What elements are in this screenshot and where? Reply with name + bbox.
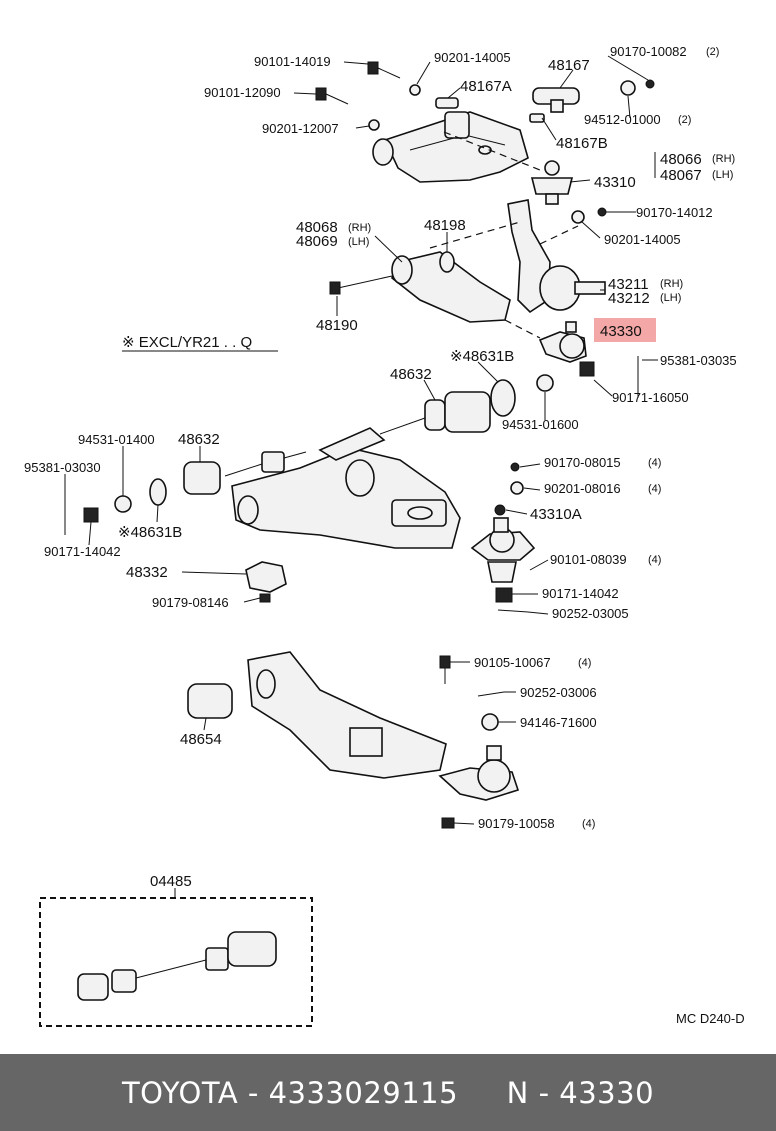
label-90170-10082: 90170-10082 (610, 44, 687, 59)
label-48167a: 48167A (460, 78, 512, 95)
label-94146-71600: 94146-71600 (520, 715, 597, 730)
washer-90201-14005 (409, 84, 421, 96)
qty-90105-10067: (4) (578, 657, 591, 669)
qty-43212: (LH) (660, 292, 681, 304)
ref-line (504, 319, 541, 339)
footer-bar: TOYOTA - 4333029115 N - 43330 (0, 1054, 776, 1131)
lower-arm-48654 (187, 651, 520, 829)
bushing-48632-left (149, 451, 307, 506)
label-48167: 48167 (548, 57, 590, 74)
ref-line (443, 131, 541, 171)
label-94531-01600: 94531-01600 (502, 417, 579, 432)
label-95381-03030: 95381-03030 (24, 460, 101, 475)
nut-90171-14042 (83, 507, 99, 523)
ball-joint-43310a (470, 462, 536, 613)
washer-90201-12007 (368, 119, 380, 131)
label-43330-highlighted: 43330 (600, 323, 642, 340)
leader-lines (64, 55, 658, 898)
label-90105-10067: 90105-10067 (474, 655, 551, 670)
label-48190: 48190 (316, 317, 358, 334)
label-90101-12090: 90101-12090 (204, 85, 281, 100)
label-95381-03035: 95381-03035 (660, 353, 737, 368)
label-excl-note: ※ EXCL/YR21 . . Q (122, 334, 252, 351)
bolt-90101-14019 (367, 61, 401, 79)
qty-90179-10058: (4) (582, 818, 595, 830)
qty-48066: (RH) (712, 153, 735, 165)
qty-48068: (RH) (348, 222, 371, 234)
label-43212: 43212 (608, 290, 650, 307)
shaft-48167 (532, 87, 580, 113)
ball-joint-43330 (538, 321, 639, 398)
qty-48067: (LH) (712, 169, 733, 181)
washer-94531-01400 (114, 495, 132, 513)
label-90252-03005: 90252-03005 (552, 606, 629, 621)
label-43310a: 43310A (530, 506, 582, 523)
qty-43211: (RH) (660, 278, 683, 290)
bump-stopper-48332 (245, 561, 287, 603)
label-48198: 48198 (424, 217, 466, 234)
label-48631b-left: ※48631B (118, 524, 182, 541)
label-94531-01400: 94531-01400 (78, 432, 155, 447)
steering-knuckle-43211 (507, 199, 607, 314)
label-48068: 48068 (296, 219, 338, 236)
label-90171-14042-right: 90171-14042 (542, 586, 619, 601)
label-48067: 48067 (660, 167, 702, 184)
label-90170-08015: 90170-08015 (544, 455, 621, 470)
kit-04485 (39, 897, 313, 1027)
label-90201-12007: 90201-12007 (262, 121, 339, 136)
qty-90170-10082: (2) (706, 46, 719, 58)
label-43211: 43211 (608, 276, 649, 293)
qty-90170-08015: (4) (648, 457, 661, 469)
qty-94512-01000: (2) (678, 114, 691, 126)
label-90179-08146: 90179-08146 (152, 595, 229, 610)
label-90171-16050: 90171-16050 (612, 390, 689, 405)
part-labels: 90101-14019 90201-14005 48167 90170-1008… (24, 44, 745, 1026)
label-90179-10058: 90179-10058 (478, 816, 555, 831)
bolt-90101-12090 (315, 87, 349, 105)
highlight-box (594, 318, 656, 342)
lower-control-arm-48068 (231, 427, 461, 549)
label-48167b: 48167B (556, 135, 608, 152)
label-94512-01000: 94512-01000 (584, 112, 661, 127)
washer-94512-01000 (620, 80, 636, 96)
label-48332: 48332 (126, 564, 168, 581)
qty-48069: (LH) (348, 236, 369, 248)
parts-diagram: 90101-14019 90201-14005 48167 90170-1008… (24, 44, 745, 1027)
ball-joint-43310 (530, 160, 574, 205)
label-48066: 48066 (660, 151, 702, 168)
bushing-48167a (435, 97, 459, 109)
qty-90201-08016: (4) (648, 483, 661, 495)
upper-control-arm-48066 (372, 111, 529, 183)
label-90170-14012: 90170-14012 (636, 205, 713, 220)
label-90201-08016: 90201-08016 (544, 481, 621, 496)
strut-bar-48068 (329, 251, 511, 323)
bushing-48167b (529, 113, 545, 123)
label-diagram-code: MC D240-D (676, 1011, 745, 1026)
label-90252-03006: 90252-03006 (520, 685, 597, 700)
label-48632-top: 48632 (390, 366, 432, 383)
label-04485: 04485 (150, 873, 192, 890)
footer-part-info: TOYOTA - 4333029115 N - 43330 (121, 1075, 655, 1110)
label-48631b-top: ※48631B (450, 348, 514, 365)
ref-line (429, 221, 521, 249)
label-90201-14005: 90201-14005 (434, 50, 511, 65)
label-90201-14005-b: 90201-14005 (604, 232, 681, 247)
label-90101-08039: 90101-08039 (550, 552, 627, 567)
label-43310: 43310 (594, 174, 636, 191)
label-48654: 48654 (180, 731, 222, 748)
ref-line (539, 225, 579, 245)
label-90101-14019: 90101-14019 (254, 54, 331, 69)
label-48069: 48069 (296, 233, 338, 250)
qty-90101-08039: (4) (648, 554, 661, 566)
nut-90170-10082 (645, 79, 655, 89)
label-90171-14042-left: 90171-14042 (44, 544, 121, 559)
label-48632-left: 48632 (178, 431, 220, 448)
